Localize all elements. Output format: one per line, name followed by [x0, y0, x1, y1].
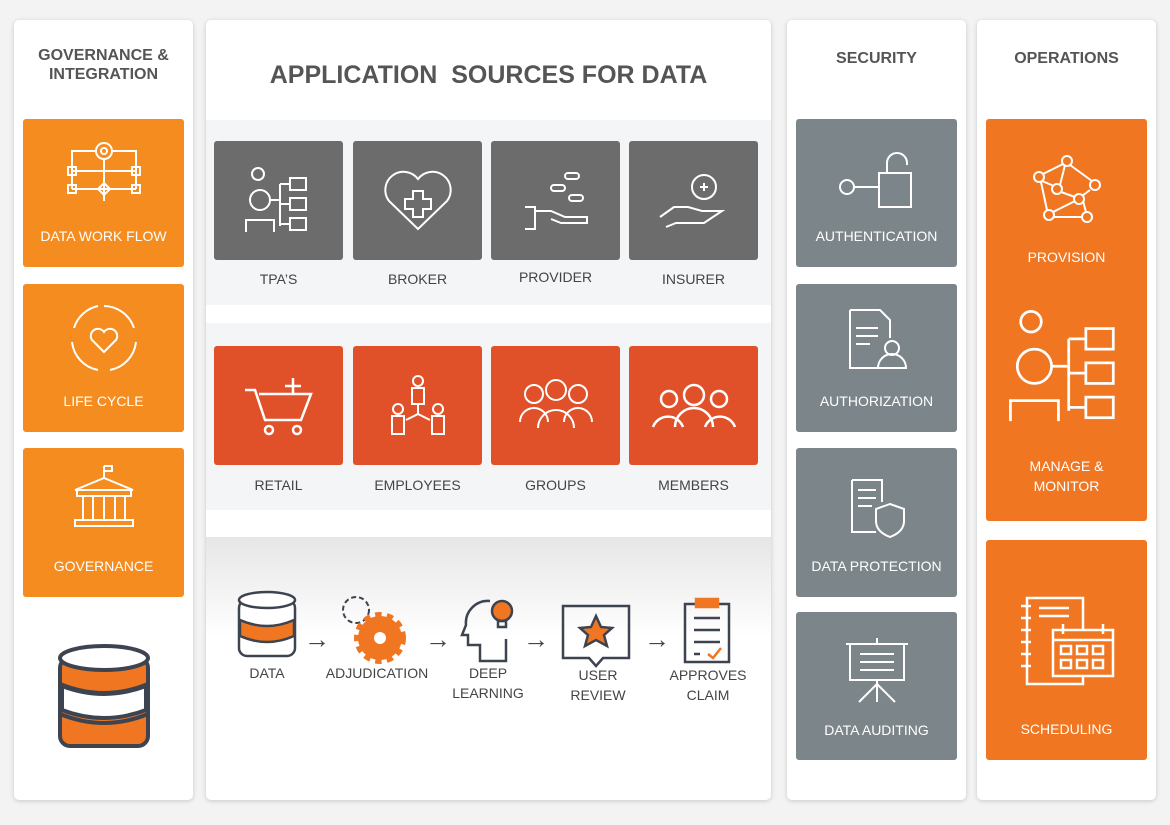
- employees-card[interactable]: [353, 346, 482, 465]
- card-label: EMPLOYEES: [374, 477, 461, 493]
- lifecycle-icon: [70, 305, 137, 371]
- broker-card[interactable]: [353, 141, 482, 260]
- heart-plus-icon: [383, 170, 452, 230]
- insurer-card[interactable]: [629, 141, 758, 260]
- sources-title: APPLICATION SOURCES FOR DATA: [269, 61, 708, 89]
- tile-label: MANAGE &MONITOR: [1029, 458, 1104, 494]
- arrow-icon: →: [523, 624, 549, 654]
- calendar-icon: [1020, 596, 1114, 686]
- key-lock-icon: [838, 152, 912, 208]
- step-label: ADJUDICATION: [325, 665, 429, 681]
- card-label: MEMBERS: [658, 477, 729, 493]
- hand-care-icon: [658, 173, 725, 228]
- tile-label: PROVISION: [1027, 249, 1106, 265]
- security-title: SECURITY: [836, 50, 917, 67]
- hand-pills-icon: [524, 171, 588, 230]
- tile-label: SCHEDULING: [1020, 721, 1113, 737]
- building-icon: [73, 465, 134, 527]
- security-panel: SECURITY AUTHENTICATION AUTHORIZATION DA…: [787, 20, 966, 800]
- document-user-icon: [848, 309, 907, 369]
- operations-panel: OPERATIONS PROVISION MANAGE &MONITOR SCH…: [977, 20, 1156, 800]
- clipboard-check-icon: [683, 597, 731, 664]
- authorization-tile[interactable]: AUTHORIZATION: [796, 284, 957, 432]
- tpa-card[interactable]: [214, 141, 343, 260]
- scheduling-tile[interactable]: SCHEDULING: [986, 540, 1147, 760]
- group-icon: [518, 378, 593, 428]
- network-icon: [1032, 155, 1101, 223]
- providers-band: TPA’S BROKER PROVIDER INSURER: [206, 120, 771, 305]
- tile-label: AUTHORIZATION: [819, 393, 934, 409]
- groups-card[interactable]: [491, 346, 620, 465]
- database-icon: [237, 590, 297, 658]
- card-label: INSURER: [661, 271, 725, 287]
- arrow-icon: →: [425, 624, 451, 654]
- analyst-icon: [1008, 310, 1115, 422]
- tile-label: DATA PROTECTION: [811, 558, 942, 574]
- governance-tile[interactable]: GOVERNANCE: [23, 448, 184, 597]
- life-cycle-tile[interactable]: LIFE CYCLE: [23, 284, 184, 432]
- cart-icon: [244, 377, 313, 435]
- card-label: PROVIDER: [518, 269, 593, 285]
- tile-label: DATA AUDITING: [824, 722, 929, 738]
- data-protection-tile[interactable]: DATA PROTECTION: [796, 448, 957, 597]
- operations-title: OPERATIONS: [1014, 50, 1119, 67]
- retail-card[interactable]: [214, 346, 343, 465]
- card-label: BROKER: [387, 271, 448, 287]
- card-label: RETAIL: [254, 477, 303, 493]
- tile-label: AUTHENTICATION: [815, 228, 938, 244]
- process-band: [206, 537, 771, 637]
- members-icon: [651, 383, 736, 428]
- data-work-flow-tile[interactable]: DATA WORK FLOW: [23, 119, 184, 267]
- sources-panel: APPLICATION SOURCES FOR DATA TPA’S BROKE…: [206, 20, 771, 800]
- document-shield-icon: [850, 479, 905, 539]
- step-label: DATA: [249, 665, 285, 681]
- review-star-icon: [561, 604, 631, 668]
- provider-card[interactable]: [491, 141, 620, 260]
- gears-icon: [342, 596, 406, 664]
- arrow-icon: →: [644, 624, 670, 654]
- authentication-tile[interactable]: AUTHENTICATION: [796, 119, 957, 267]
- tile-label: DATA WORK FLOW: [40, 228, 167, 244]
- team-icon: [390, 374, 445, 435]
- customers-band: RETAIL EMPLOYEES GROUPS MEMBERS: [206, 323, 771, 510]
- data-auditing-tile[interactable]: DATA AUDITING: [796, 612, 957, 760]
- tile-label: LIFE CYCLE: [63, 393, 144, 409]
- members-card[interactable]: [629, 346, 758, 465]
- database-icon: [58, 644, 150, 748]
- governance-title: GOVERNANCE &INTEGRATION: [38, 47, 169, 83]
- presentation-board-icon: [845, 638, 908, 703]
- provision-manage-tile[interactable]: PROVISION MANAGE &MONITOR: [986, 119, 1147, 521]
- arrow-icon: →: [304, 624, 330, 654]
- card-label: GROUPS: [525, 477, 586, 493]
- tile-label: GOVERNANCE: [53, 558, 154, 574]
- head-bulb-icon: [460, 599, 514, 663]
- workflow-icon: [66, 142, 141, 201]
- card-label: TPA’S: [259, 271, 298, 287]
- governance-panel: GOVERNANCE &INTEGRATION DATA WORK FLOW L…: [14, 20, 193, 800]
- analyst-icon: [244, 166, 307, 232]
